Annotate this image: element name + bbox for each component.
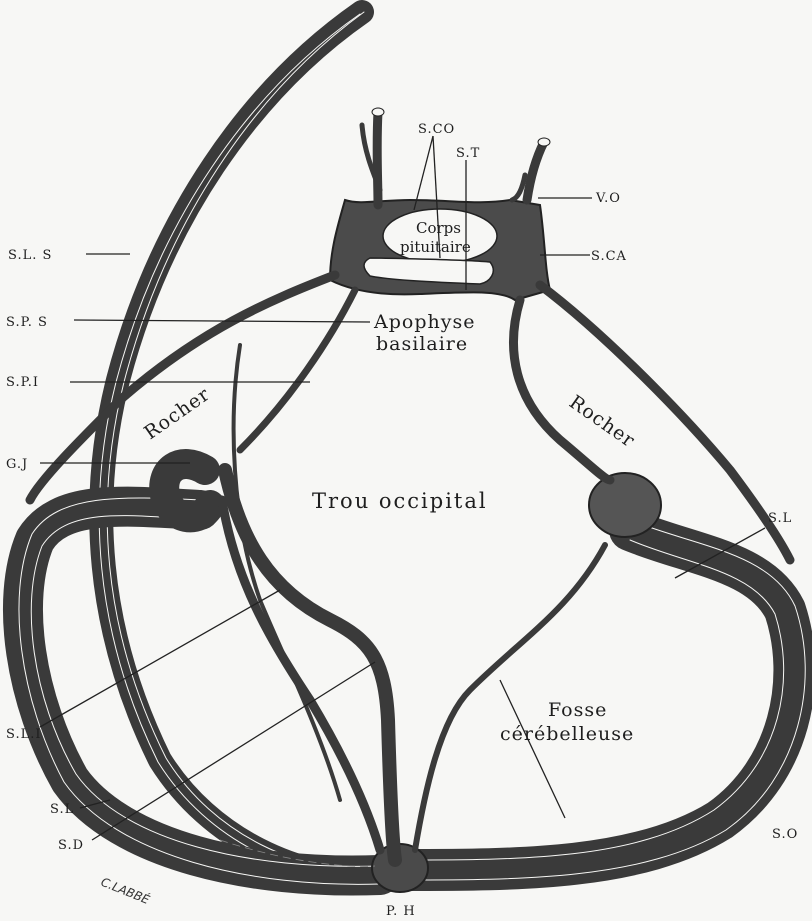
right-superior-petrosal — [540, 285, 790, 560]
label-sco: S.CO — [418, 122, 455, 137]
label-sl-right: S.L — [768, 511, 792, 526]
label-sd: S.D — [58, 838, 84, 853]
left-inferior-petrosal — [240, 290, 355, 450]
signature: C.LABBÉ — [99, 874, 152, 907]
region-apophyse: Apophyse — [373, 311, 475, 333]
label-sps: S.P. S — [6, 315, 48, 330]
region-corps: Corps — [416, 219, 461, 237]
label-so: S.O — [772, 827, 798, 842]
label-ph: P. H — [386, 904, 416, 919]
region-cerebelleuse: cérébelleuse — [500, 723, 634, 745]
right-ophthalmic-vein — [527, 142, 544, 200]
region-labels: Corps pituitaire Apophyse basilaire Roch… — [140, 219, 639, 745]
region-rocher-right: Rocher — [565, 391, 639, 452]
region-fosse: Fosse — [548, 699, 607, 721]
region-basilaire: basilaire — [376, 333, 468, 355]
sinus-vessels — [19, 12, 805, 892]
region-pituitaire: pituitaire — [400, 238, 471, 256]
label-sls: S.L. S — [8, 248, 52, 263]
label-spi: S.P.I — [6, 375, 39, 390]
region-rocher-left: Rocher — [140, 383, 214, 444]
label-sl-left: S.L — [50, 802, 74, 817]
label-sli: S.L.I — [6, 727, 41, 742]
occipital-sinus — [415, 545, 605, 850]
region-trou-occipital: Trou occipital — [312, 489, 488, 513]
label-vo: V.O — [595, 191, 621, 206]
label-gj: G.J — [6, 457, 28, 472]
right-jugular-gulf — [589, 473, 661, 537]
label-st: S.T — [456, 146, 480, 161]
label-sca: S.CA — [591, 249, 627, 264]
